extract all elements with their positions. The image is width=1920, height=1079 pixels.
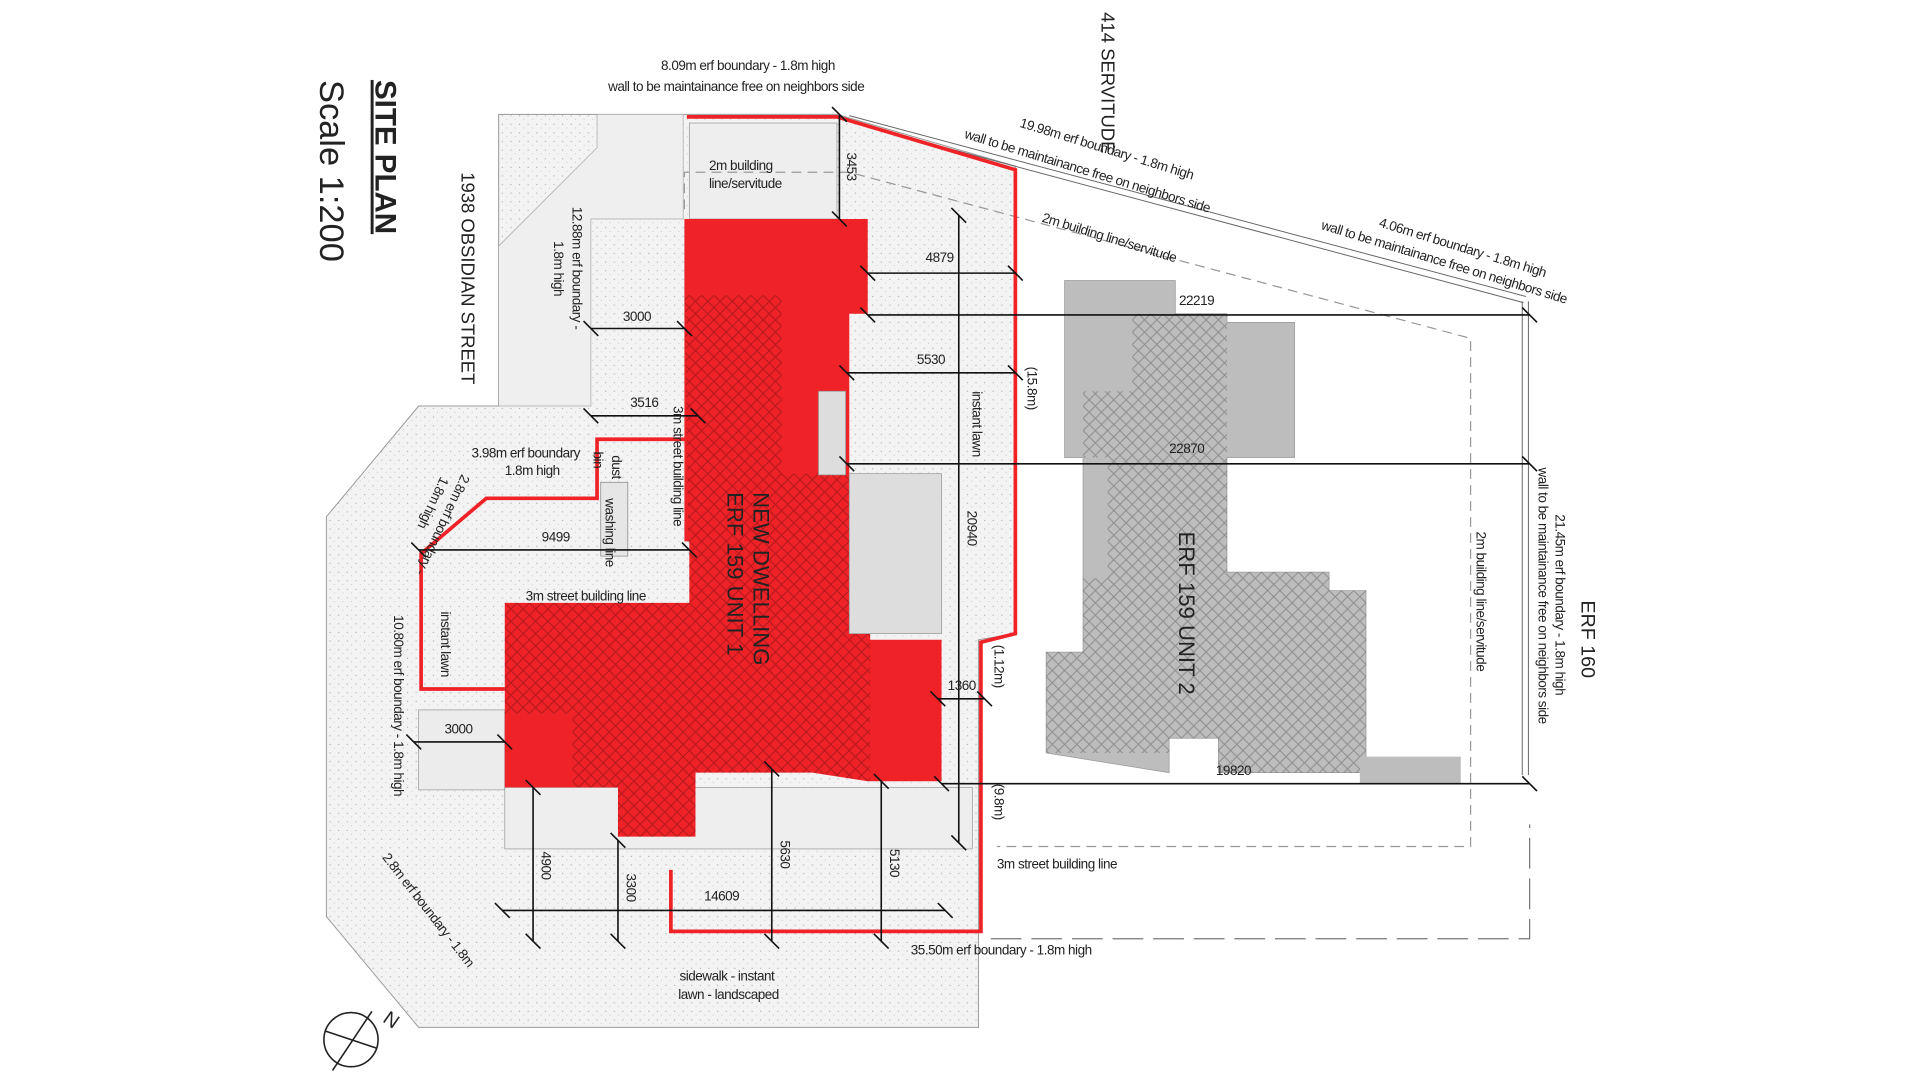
north-arrow-icon: N [323, 1007, 403, 1071]
bottom-boundary-dashed [990, 824, 1531, 940]
note-building-line-top: 2m building line/servitude [1040, 210, 1178, 265]
site-plan-title: SITE PLAN [369, 80, 402, 234]
dim-14609: 14609 [704, 889, 739, 904]
dim-22870: 22870 [1169, 441, 1204, 456]
driveway [688, 122, 838, 220]
dim-3000-left: 3000 [444, 721, 472, 736]
erf-160-label: ERF 160 [1576, 600, 1598, 678]
unit-2-label: ERF 159 UNIT 2 [1174, 532, 1199, 695]
note-sidewalk-1: sidewalk - instant [679, 969, 775, 984]
dim-5630: 5630 [777, 840, 792, 868]
new-dwelling-hatch [504, 295, 871, 837]
washing-line-area [600, 481, 629, 557]
note-bottom-boundary: 35.50m erf boundary - 1.8m high [911, 943, 1092, 958]
dim-4879: 4879 [926, 250, 954, 265]
note-street-line-vert: 3m street building line [670, 406, 685, 526]
dim-4900: 4900 [539, 851, 554, 879]
dim-20940: 20940 [964, 511, 979, 546]
unit-1-label-2: ERF 159 UNIT 1 [722, 492, 747, 655]
dim-5530: 5530 [917, 352, 945, 367]
note-sidewalk-2: lawn - landscaped [678, 987, 779, 1002]
unit-1-label-1: NEW DWELLING [748, 492, 773, 665]
patio [504, 787, 973, 850]
new-boundary-walls [419, 115, 1018, 934]
note-small-boundary-1: 3.98m erf boundary [472, 446, 581, 461]
note-top-boundary-2: wall to be maintainance free on neighbor… [607, 79, 864, 94]
note-bin: bin [590, 452, 605, 469]
north-label: N [379, 1007, 403, 1033]
dim-3000-top: 3000 [623, 309, 651, 324]
note-instant-lawn-left: instant lawn [438, 611, 453, 676]
note-instant-lawn-right: instant lawn [969, 391, 984, 456]
note-top-boundary-1: 8.09m erf boundary - 1.8m high [661, 58, 835, 73]
note-building-line-top-b: line/servitude [709, 176, 782, 191]
note-small-boundary-2: 1.8m high [505, 463, 560, 478]
dim-19820: 19820 [1216, 763, 1251, 778]
note-building-line-right: 2m building line/servitude [1474, 532, 1489, 672]
note-right-boundary-2: wall to be maintainance free on neighbor… [1535, 467, 1550, 724]
store [818, 390, 846, 476]
dim-3516: 3516 [630, 395, 658, 410]
note-left-lower-boundary: 10.80m erf boundary - 1.8m high [391, 615, 406, 796]
note-street-line-bottom: 3m street building line [997, 857, 1117, 872]
note-street-line-mid: 3m street building line [526, 588, 646, 603]
note-left-boundary-2: 1.8m high [551, 241, 566, 296]
note-height-2: (1.12m) [991, 645, 1006, 688]
note-right-boundary-1: 21.45m erf boundary - 1.8m high [1552, 514, 1567, 695]
dim-22219: 22219 [1179, 293, 1214, 308]
unit-2-hatch [1046, 313, 1367, 773]
note-height-3: (9.8m) [991, 784, 1006, 820]
note-left-boundary-1: 12.88m erf boundary - [569, 207, 584, 330]
building-line-dashed [683, 171, 1472, 848]
note-height-1: (15.8m) [1025, 367, 1040, 410]
note-washing-line: washing line [603, 497, 618, 566]
dim-9499: 9499 [542, 529, 570, 544]
note-building-line-top-a: 2m building [709, 158, 773, 173]
dim-1360: 1360 [948, 678, 976, 693]
note-dust: dust [609, 455, 624, 479]
street-name: 1938 OBSIDIAN STREET [458, 172, 479, 384]
paved-area [498, 114, 684, 407]
servitude-label: 414 SERVITUDE [1097, 12, 1118, 153]
dim-5130: 5130 [887, 849, 902, 877]
dim-3300: 3300 [624, 874, 639, 902]
garage-slab [848, 473, 942, 634]
unit-2-carport [1359, 756, 1461, 784]
dimension-lines [413, 114, 1530, 942]
dim-3453: 3453 [844, 153, 859, 181]
dimension-ticks [405, 106, 1538, 950]
scale-label: Scale 1:200 [312, 80, 350, 262]
